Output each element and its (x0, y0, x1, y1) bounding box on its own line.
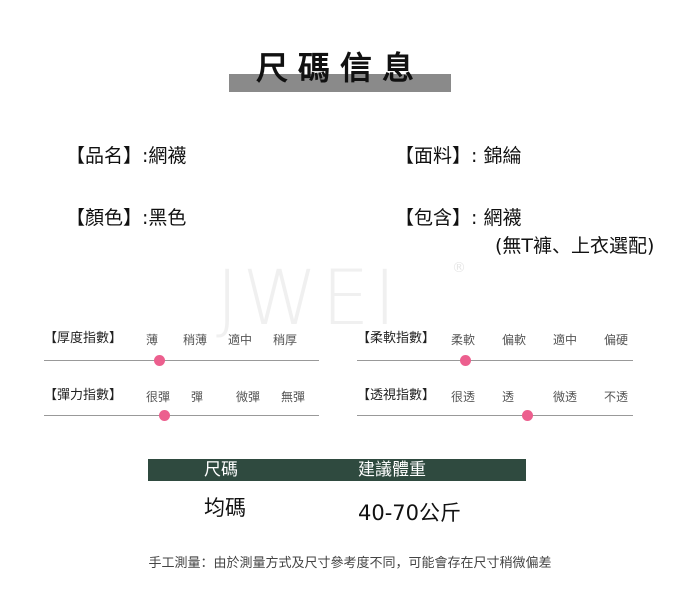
scale-indicator-dot (159, 410, 171, 421)
scale-track (357, 415, 633, 416)
product-material-label: 【面料】 (395, 145, 472, 167)
scale-option: 偏軟 (502, 333, 527, 347)
scale-option: 稍厚 (273, 333, 298, 347)
product-package: 【包含】: 網襪 (395, 205, 521, 231)
scale-option: 薄 (146, 333, 159, 347)
product-material-value: : 錦綸 (471, 145, 522, 167)
product-color-value: :黑色 (142, 207, 187, 229)
product-material: 【面料】: 錦綸 (395, 143, 521, 169)
watermark-logo: JWEI (216, 253, 400, 342)
scale-indicator-dot (522, 410, 533, 421)
product-color: 【顏色】:黑色 (66, 205, 186, 231)
product-name: 【品名】:網襪 (66, 143, 186, 169)
size-table-header (148, 459, 526, 481)
scale-option: 微彈 (236, 390, 261, 404)
size-value: 均碼 (204, 496, 246, 520)
scale-option: 柔軟 (451, 333, 476, 347)
scale-label: 【厚度指數】 (44, 331, 123, 346)
scale-option: 適中 (553, 333, 578, 347)
scale-option: 微透 (553, 390, 578, 404)
product-name-label: 【品名】 (66, 145, 143, 167)
scale-track (44, 360, 319, 361)
product-package-note: (無T褲、上衣選配) (495, 235, 655, 257)
size-header-size: 尺碼 (204, 460, 238, 480)
product-color-label: 【顏色】 (66, 207, 143, 229)
product-package-label: 【包含】 (395, 207, 472, 229)
scale-label: 【彈力指數】 (44, 388, 123, 403)
size-header-weight: 建議體重 (358, 460, 426, 480)
scale-option: 透 (502, 390, 515, 404)
scale-label: 【透視指數】 (357, 388, 436, 403)
watermark-registered-mark: ® (452, 260, 466, 276)
page-title: 尺碼信息 (255, 49, 424, 87)
scale-option: 不透 (604, 390, 629, 404)
product-package-value: : 網襪 (471, 207, 522, 229)
weight-value: 40-70公斤 (358, 501, 462, 525)
scale-option: 很透 (451, 390, 476, 404)
measurement-note: 手工測量：由於測量方式及尺寸參考度不同，可能會存在尺寸稍微偏差 (148, 556, 552, 571)
scale-indicator-dot (459, 355, 471, 366)
scale-option: 很彈 (146, 390, 171, 404)
scale-option: 偏硬 (604, 333, 629, 347)
scale-option: 無彈 (281, 390, 306, 404)
scale-label: 【柔軟指數】 (357, 331, 436, 346)
scale-track (357, 360, 633, 361)
scale-indicator-dot (153, 355, 165, 366)
scale-option: 適中 (228, 333, 253, 347)
scale-option: 彈 (191, 390, 204, 404)
title-underline-bar (229, 74, 451, 92)
product-name-value: :網襪 (142, 145, 187, 167)
scale-track (44, 415, 319, 416)
scale-option: 稍薄 (183, 333, 208, 347)
